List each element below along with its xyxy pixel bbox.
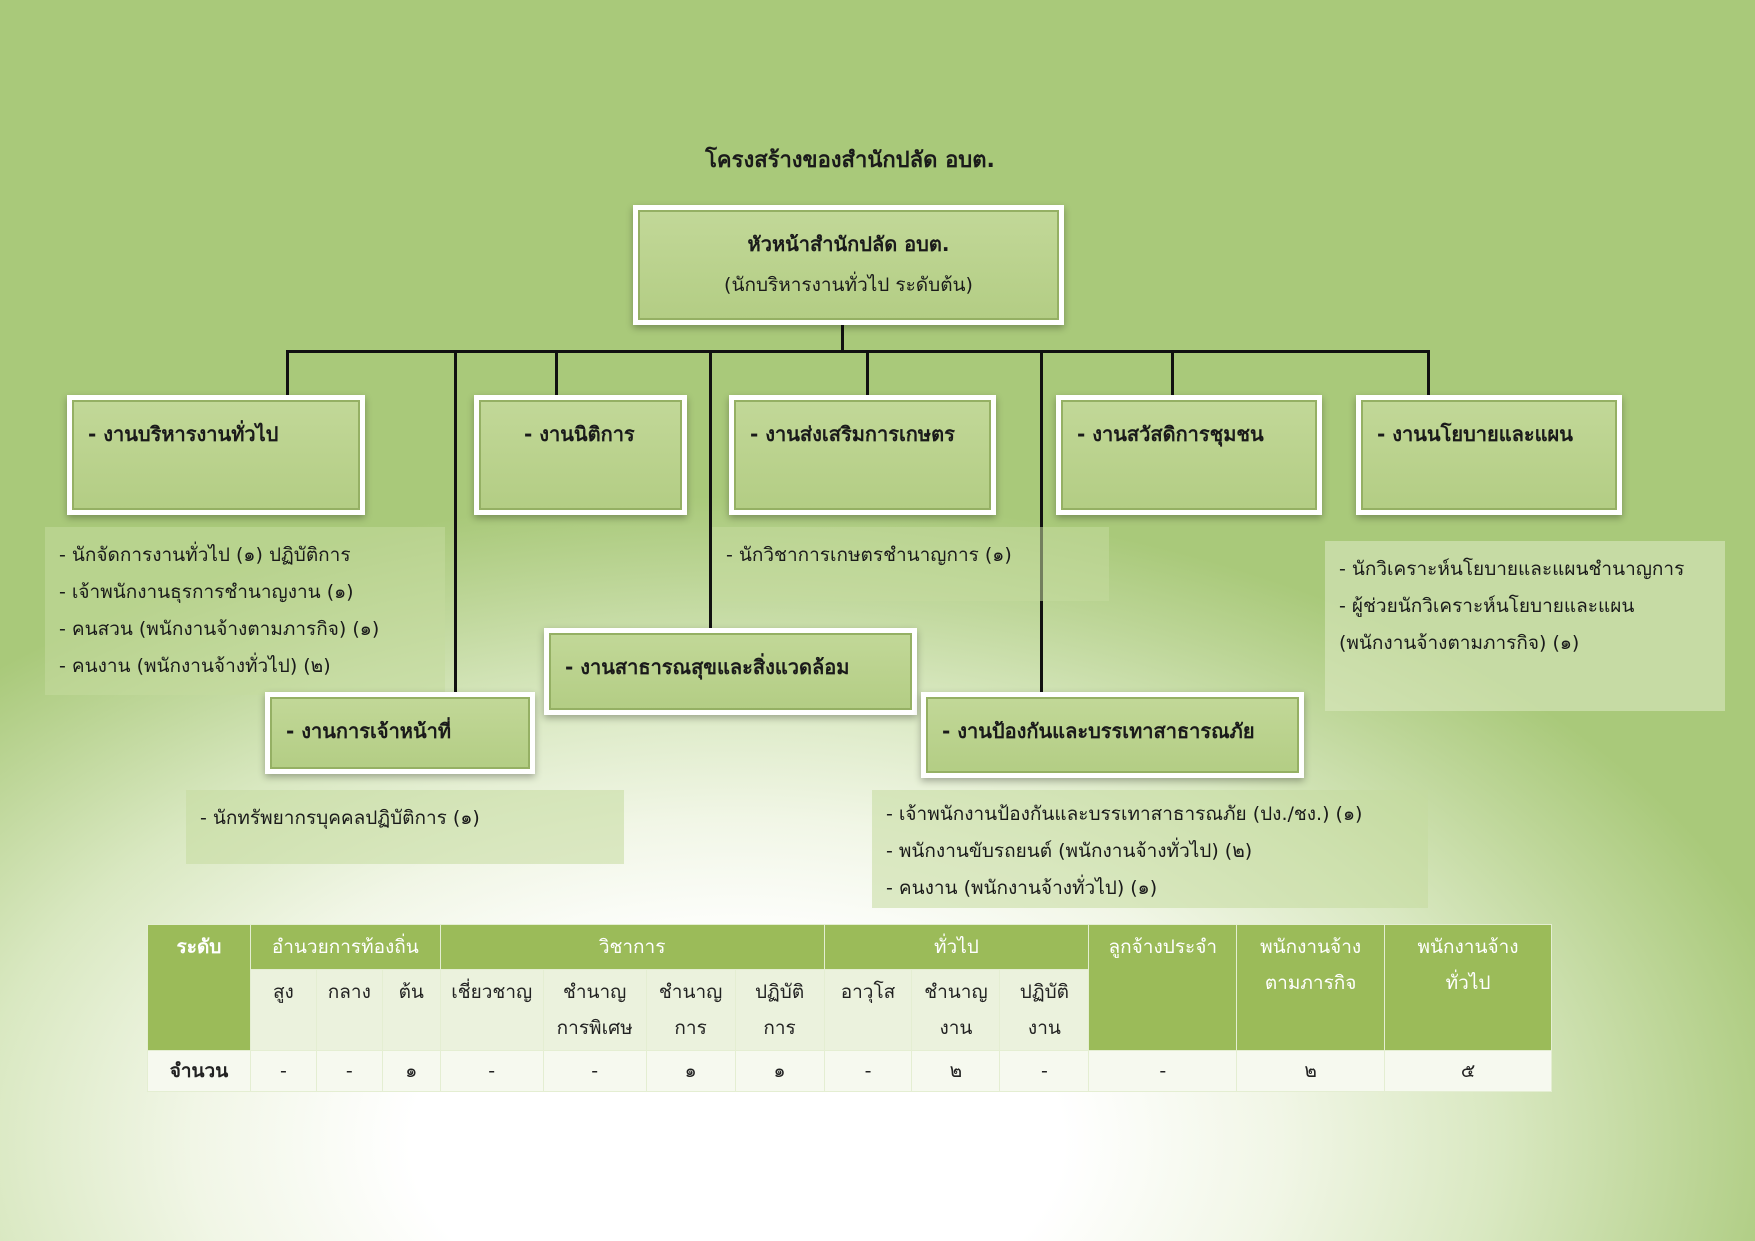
staff-item: - นักจัดการงานทั่วไป (๑) ปฏิบัติการ	[59, 544, 351, 566]
staff-item: - เจ้าพนักงานธุรการชำนาญงาน (๑)	[59, 581, 354, 603]
unit-box-disaster: - งานป้องกันและบรรเทาสาธารณภัย	[921, 692, 1304, 778]
count-cell: -	[999, 1050, 1090, 1092]
count-cell: ๒	[1236, 1050, 1386, 1092]
unit-label: - งานนิติการ	[524, 422, 635, 446]
staffing-table: ระดับ อำนวยการท้องถิ่น วิชาการ ทั่วไป ลู…	[147, 924, 1552, 1092]
sub-header: ปฏิบัติ การ	[734, 969, 825, 1051]
staff-list-policy: - นักวิเคราะห์นโยบายและแผนชำนาญการ - ผู้…	[1325, 541, 1725, 711]
connector-line	[1040, 350, 1043, 697]
connector-line	[709, 350, 712, 630]
connector-line	[1427, 350, 1430, 398]
unit-label: - งานป้องกันและบรรเทาสาธารณภัย	[942, 719, 1255, 743]
unit-box-general: - งานบริหารงานทั่วไป	[67, 395, 365, 515]
staff-item: - นักวิเคราะห์นโยบายและแผนชำนาญการ	[1339, 558, 1685, 580]
staff-item: - นักทรัพยากรบุคคลปฏิบัติการ (๑)	[200, 807, 480, 829]
count-cell: -	[249, 1050, 317, 1092]
connector-line	[866, 350, 869, 398]
group-header: ทั่วไป	[823, 924, 1090, 970]
sub-header: อาวุโส	[823, 969, 913, 1051]
group-header: วิชาการ	[439, 924, 825, 970]
staff-list-general: - นักจัดการงานทั่วไป (๑) ปฏิบัติการ - เจ…	[45, 527, 445, 695]
connector-line	[454, 350, 457, 697]
count-cell: ๑	[645, 1050, 736, 1092]
unit-box-agri: - งานส่งเสริมการเกษตร	[729, 395, 996, 515]
head-subtitle: (นักบริหารงานทั่วไป ระดับต้น)	[724, 274, 973, 296]
connector-line	[286, 350, 1430, 353]
count-cell: -	[1088, 1050, 1238, 1092]
sub-header: ปฏิบัติ งาน	[999, 969, 1090, 1051]
staff-list-personnel: - นักทรัพยากรบุคคลปฏิบัติการ (๑)	[186, 790, 624, 864]
page-title: โครงสร้างของสำนักปลัด อบต.	[705, 148, 995, 173]
sub-header: ชำนาญ การ	[645, 969, 736, 1051]
sub-header: ชำนาญ งาน	[911, 969, 1001, 1051]
unit-label: - งานส่งเสริมการเกษตร	[750, 422, 955, 446]
sub-header: ชำนาญ การพิเศษ	[542, 969, 647, 1051]
count-cell: -	[315, 1050, 383, 1092]
count-cell: -	[823, 1050, 913, 1092]
sub-header: เชี่ยวชาญ	[439, 969, 544, 1051]
count-cell: ๑	[381, 1050, 441, 1092]
staff-item: - พนักงานขับรถยนต์ (พนักงานจ้างทั่วไป) (…	[886, 840, 1253, 862]
sub-header: สูง	[249, 969, 317, 1051]
count-cell: ๕	[1384, 1050, 1552, 1092]
group-header: พนักงานจ้าง ทั่วไป	[1384, 924, 1552, 1051]
staff-item: - นักวิชาการเกษตรชำนาญการ (๑)	[726, 544, 1012, 566]
level-header: ระดับ	[147, 924, 251, 1051]
sub-header: ต้น	[381, 969, 441, 1051]
unit-label: - งานสาธารณสุขและสิ่งแวดล้อม	[565, 655, 850, 679]
count-label: จำนวน	[147, 1050, 251, 1092]
unit-box-welfare: - งานสวัสดิการชุมชน	[1056, 395, 1322, 515]
group-header: ลูกจ้างประจำ	[1088, 924, 1238, 1051]
group-header: พนักงานจ้าง ตามภารกิจ	[1236, 924, 1386, 1051]
unit-box-legal: - งานนิติการ	[474, 395, 687, 515]
staff-item: - คนสวน (พนักงานจ้างตามภารกิจ) (๑)	[59, 618, 380, 640]
staff-list-agri: - นักวิชาการเกษตรชำนาญการ (๑)	[712, 527, 1109, 601]
staff-item: - ผู้ช่วยนักวิเคราะห์นโยบายและแผน	[1339, 595, 1635, 617]
unit-box-personnel: - งานการเจ้าหน้าที่	[265, 692, 535, 774]
head-title: หัวหน้าสำนักปลัด อบต.	[747, 232, 950, 256]
count-cell: -	[542, 1050, 647, 1092]
staff-item: - คนงาน (พนักงานจ้างทั่วไป) (๑)	[886, 877, 1158, 899]
head-box: หัวหน้าสำนักปลัด อบต. (นักบริหารงานทั่วไ…	[633, 205, 1064, 325]
count-cell: ๑	[734, 1050, 825, 1092]
unit-label: - งานนโยบายและแผน	[1377, 422, 1573, 446]
connector-line	[286, 350, 289, 398]
connector-line	[841, 322, 844, 352]
staff-item: (พนักงานจ้างตามภารกิจ) (๑)	[1339, 632, 1580, 654]
unit-label: - งานสวัสดิการชุมชน	[1077, 422, 1264, 446]
unit-box-policy: - งานนโยบายและแผน	[1356, 395, 1622, 515]
staff-item: - คนงาน (พนักงานจ้างทั่วไป) (๒)	[59, 655, 331, 677]
group-header: อำนวยการท้องถิ่น	[249, 924, 441, 970]
connector-line	[1171, 350, 1174, 398]
unit-label: - งานบริหารงานทั่วไป	[88, 422, 279, 446]
sub-header: กลาง	[315, 969, 383, 1051]
staff-item: - เจ้าพนักงานป้องกันและบรรเทาสาธารณภัย (…	[886, 803, 1363, 825]
unit-label: - งานการเจ้าหน้าที่	[286, 719, 452, 743]
count-cell: -	[439, 1050, 544, 1092]
count-cell: ๒	[911, 1050, 1001, 1092]
connector-line	[555, 350, 558, 398]
unit-box-health: - งานสาธารณสุขและสิ่งแวดล้อม	[544, 628, 917, 715]
staff-list-disaster: - เจ้าพนักงานป้องกันและบรรเทาสาธารณภัย (…	[872, 790, 1428, 908]
